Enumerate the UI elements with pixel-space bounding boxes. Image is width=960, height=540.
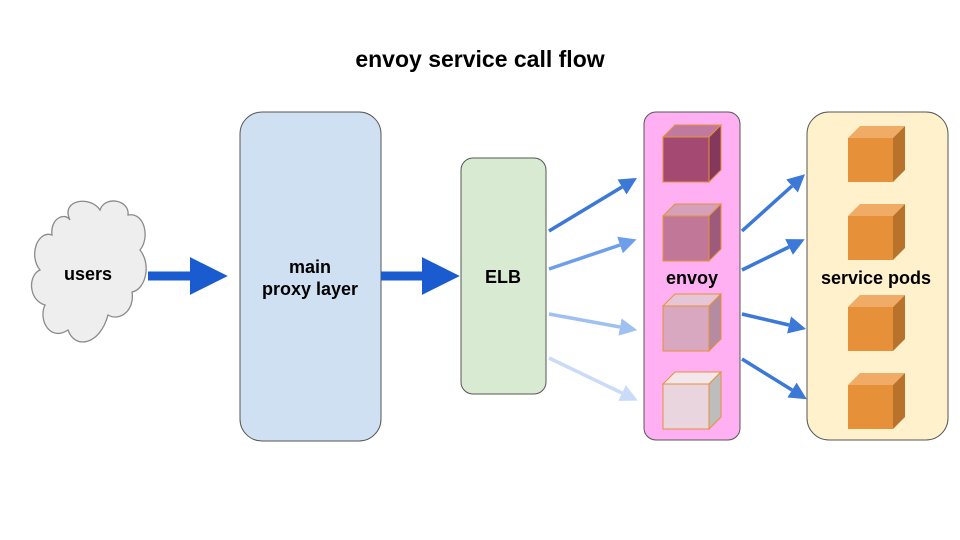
elb-to-envoy-arrow-1 [548, 177, 637, 233]
envoy-to-pods-arrow-1 [740, 174, 806, 233]
envoy-cube-4 [661, 370, 723, 431]
envoy-to-pods-arrow-3 [741, 312, 807, 334]
envoy-cube-3 [661, 292, 723, 353]
elb-box [460, 157, 547, 395]
envoy-cube-1 [661, 123, 723, 184]
users-label: users [64, 264, 112, 284]
pod-cube-1 [848, 126, 905, 182]
envoy-cube-2 [661, 202, 723, 263]
service-pods-container [806, 111, 949, 441]
pod-cube-2 [848, 204, 905, 260]
elb-to-envoy-arrow-2 [548, 236, 637, 271]
envoy-container [643, 111, 741, 441]
envoy-to-pods-arrow-4 [741, 357, 807, 400]
elb-to-envoy-arrow-4 [548, 356, 638, 401]
proxy-label-line2: proxy layer [262, 279, 358, 299]
pod-cube-4 [848, 373, 905, 429]
pod-cube-3 [848, 295, 905, 351]
diagram-title: envoy service call flow [355, 46, 604, 72]
proxy-label-line1: main [289, 257, 331, 277]
elb-to-envoy-arrow-3 [548, 312, 638, 336]
envoy-label: envoy [666, 268, 718, 288]
envoy-to-pods-arrow-2 [741, 239, 805, 272]
elb-label: ELB [485, 267, 521, 287]
users-cloud [30, 200, 147, 343]
service-pods-label: service pods [821, 268, 931, 288]
